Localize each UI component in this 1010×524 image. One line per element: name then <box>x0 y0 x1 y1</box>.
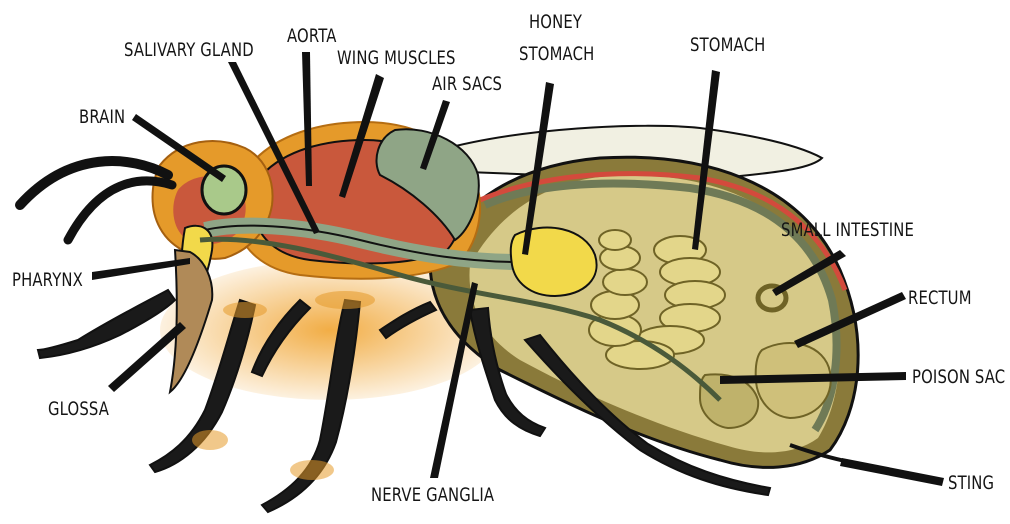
label-glossa: GLOSSA <box>48 398 109 420</box>
antennae <box>20 161 172 240</box>
label-aorta: AORTA <box>287 25 337 47</box>
label-nerve-ganglia: NERVE GANGLIA <box>371 484 494 506</box>
label-rectum: RECTUM <box>908 287 972 309</box>
label-brain: BRAIN <box>79 106 125 128</box>
label-sting: STING <box>948 472 994 494</box>
label-wing-muscles: WING MUSCLES <box>337 47 456 69</box>
label-stomach: STOMACH <box>690 34 765 56</box>
label-pharynx: PHARYNX <box>12 269 83 291</box>
label-honey-stomach-line1: HONEY <box>529 11 582 33</box>
label-honey-stomach-line2: STOMACH <box>519 43 594 65</box>
label-small-intestine: SMALL INTESTINE <box>781 219 914 241</box>
label-air-sacs: AIR SACS <box>432 73 502 95</box>
label-poison-sac: POISON SAC <box>912 366 1005 388</box>
brain <box>202 166 246 214</box>
leader-sting <box>840 458 944 486</box>
honey-stomach <box>511 228 597 296</box>
label-salivary-gland: SALIVARY GLAND <box>124 39 254 61</box>
